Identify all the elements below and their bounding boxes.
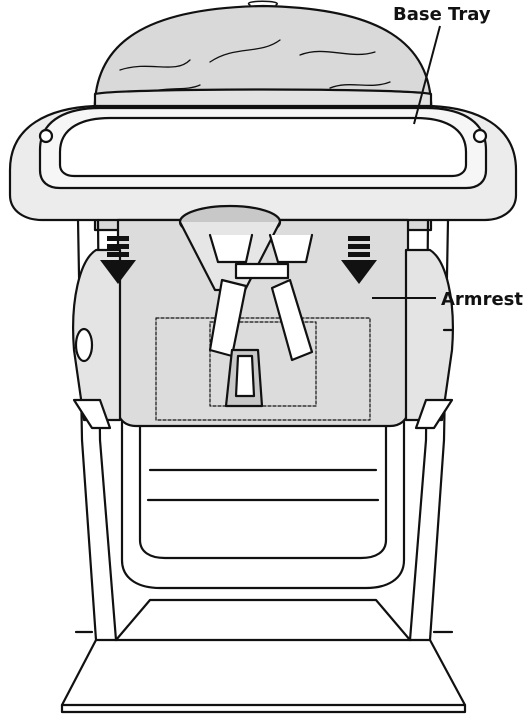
seat-lower xyxy=(120,418,406,590)
seat-cushion xyxy=(116,204,410,428)
callout-base-tray: Base Tray xyxy=(393,4,491,25)
callout-armrest: Armrest xyxy=(441,289,523,310)
harness-straps xyxy=(208,233,314,408)
armrest-right xyxy=(404,248,454,430)
down-arrow-icon xyxy=(100,236,136,284)
base-tray xyxy=(8,88,518,222)
down-arrow-icon xyxy=(341,236,377,284)
armrest-left xyxy=(72,248,122,430)
base-tray-leader-line xyxy=(413,25,441,125)
